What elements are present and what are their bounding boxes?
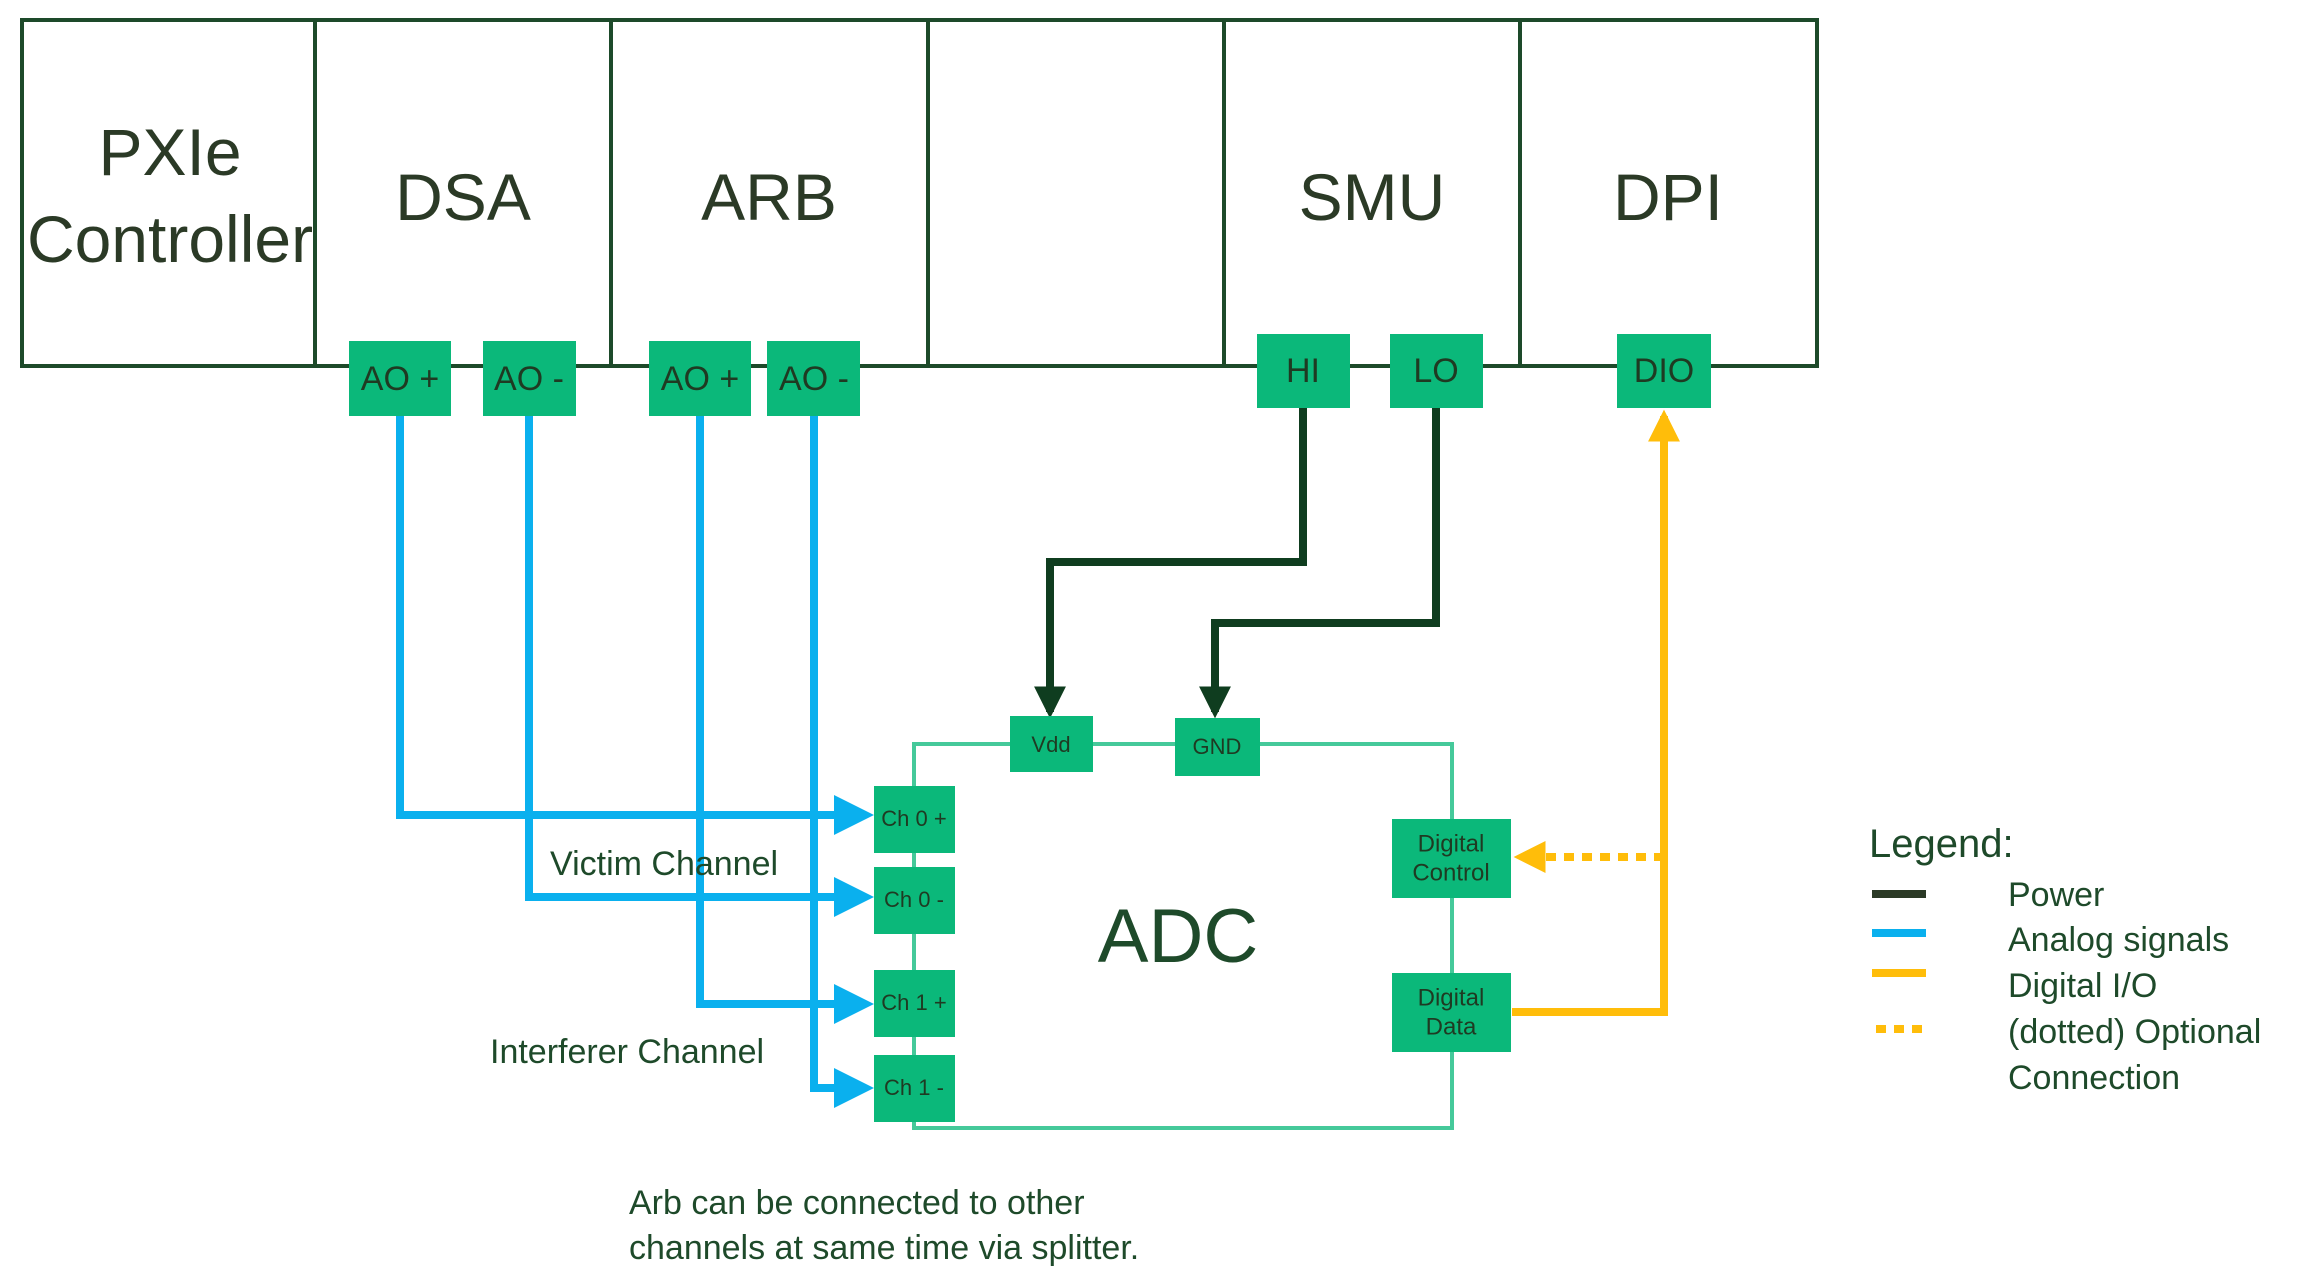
analog-wires: [396, 416, 874, 1108]
pin-label: GND: [1193, 734, 1242, 759]
pin-box: [649, 341, 751, 416]
pin-box: [1390, 334, 1483, 408]
arb-title: ARB: [701, 160, 837, 234]
pxie-controller-title: PXIe: [98, 115, 241, 189]
pin-label: Ch 1 +: [881, 990, 946, 1015]
adc-pin-gnd[interactable]: GND: [1175, 718, 1260, 776]
pin-label: Data: [1426, 1013, 1477, 1040]
legend: Legend: Power Analog signals Digital I/O…: [1869, 822, 2261, 1097]
pin-smu-lo[interactable]: LO: [1390, 334, 1483, 408]
dsa-title: DSA: [395, 160, 531, 234]
wire-smu-lo-to-gnd: [1199, 408, 1440, 719]
pin-dsa-ao-minus[interactable]: AO -: [483, 341, 576, 416]
wire-dsa-ao-plus-to-ch0-plus: [396, 416, 874, 835]
pin-box: [1392, 819, 1511, 898]
pin-box: [1257, 334, 1350, 408]
pin-label: Digital: [1418, 984, 1485, 1011]
pin-dpi-dio[interactable]: DIO: [1617, 334, 1711, 408]
pin-label: Ch 0 -: [884, 887, 944, 912]
pxie-controller-title: Controller: [27, 202, 313, 276]
legend-optional-label: (dotted) Optional: [2008, 1013, 2261, 1051]
adc-pin-ch0-plus[interactable]: Ch 0 +: [874, 786, 955, 853]
pin-label: AO -: [494, 360, 564, 398]
wire-arb-ao-plus-to-ch1-plus: [696, 416, 874, 1024]
pin-arb-ao-plus[interactable]: AO +: [649, 341, 751, 416]
adc-pin-digital-data[interactable]: Digital Data: [1392, 973, 1511, 1052]
power-wires: [1034, 408, 1440, 719]
pin-label: DIO: [1634, 352, 1694, 390]
legend-power-label: Power: [2008, 876, 2104, 914]
legend-optional-label-continued: Connection: [2008, 1059, 2180, 1097]
legend-analog-label: Analog signals: [2008, 921, 2229, 959]
pin-label: HI: [1286, 352, 1320, 390]
adc-title: ADC: [1098, 894, 1258, 979]
pin-label: AO -: [779, 360, 849, 398]
pin-box: [1617, 334, 1711, 408]
legend-digital-label: Digital I/O: [2008, 967, 2157, 1005]
pin-box: [1392, 973, 1511, 1052]
pin-box: [767, 341, 860, 416]
wire-arb-ao-minus-to-ch1-minus: [810, 416, 874, 1108]
adc-pin-ch1-minus[interactable]: Ch 1 -: [874, 1055, 955, 1122]
pxi-chassis: PXIe Controller DSA ARB SMU DPI: [20, 18, 1819, 368]
pin-label: Ch 0 +: [881, 806, 946, 831]
pin-label: LO: [1413, 352, 1458, 390]
chassis-pins: AO + AO - AO + AO - HI LO DIO: [349, 334, 1711, 416]
smu-title: SMU: [1299, 160, 1446, 234]
pin-label: Control: [1412, 859, 1489, 886]
adc-pin-vdd[interactable]: Vdd: [1010, 716, 1093, 772]
pin-box: [1010, 716, 1093, 772]
pin-box: [874, 970, 955, 1037]
pin-label: Ch 1 -: [884, 1075, 944, 1100]
dpi-title: DPI: [1613, 160, 1723, 234]
wire-smu-hi-to-vdd: [1034, 408, 1307, 719]
victim-channel-label: Victim Channel: [550, 845, 778, 883]
wire-dsa-ao-minus-to-ch0-minus: [525, 416, 874, 917]
adc-pins: Vdd GND Ch 0 + Ch 0 - Ch 1 + Ch 1 - Digi…: [874, 716, 1511, 1122]
pin-arb-ao-minus[interactable]: AO -: [767, 341, 860, 416]
chassis-frame: [20, 18, 1819, 368]
interferer-channel-label: Interferer Channel: [490, 1033, 764, 1071]
pin-label: AO +: [361, 360, 439, 398]
pin-box: [349, 341, 451, 416]
pin-smu-hi[interactable]: HI: [1257, 334, 1350, 408]
legend-title: Legend:: [1869, 822, 2014, 866]
pin-box: [483, 341, 576, 416]
pin-label: AO +: [661, 360, 739, 398]
wire-digital-data-to-dio: [1512, 409, 1680, 1016]
adc-pin-ch1-plus[interactable]: Ch 1 +: [874, 970, 955, 1037]
splitter-note: channels at same time via splitter.: [629, 1229, 1139, 1267]
pin-label: Vdd: [1031, 732, 1070, 757]
pin-box: [874, 867, 955, 934]
splitter-note: Arb can be connected to other: [629, 1184, 1085, 1222]
adc-pin-digital-control[interactable]: Digital Control: [1392, 819, 1511, 898]
adc-pin-ch0-minus[interactable]: Ch 0 -: [874, 867, 955, 934]
digital-wires: [1512, 409, 1680, 1016]
pin-box: [874, 786, 955, 853]
pin-label: Digital: [1418, 830, 1485, 857]
pin-box: [1175, 718, 1260, 776]
pin-box: [874, 1055, 955, 1122]
pin-dsa-ao-plus[interactable]: AO +: [349, 341, 451, 416]
